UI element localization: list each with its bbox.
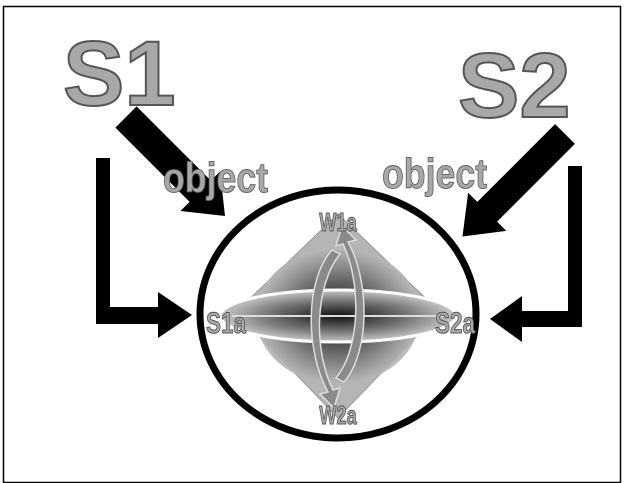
label-w2a: W2a: [319, 401, 357, 430]
label-s1a: S1a: [206, 306, 246, 340]
label-s2a: S2a: [435, 306, 475, 340]
object-label-right: object: [382, 151, 487, 197]
subject-s1-label: S1: [63, 23, 176, 125]
subject-s2-label: S2: [458, 35, 571, 137]
object-label-left: object: [163, 155, 268, 201]
label-w1a: W1a: [319, 208, 357, 237]
